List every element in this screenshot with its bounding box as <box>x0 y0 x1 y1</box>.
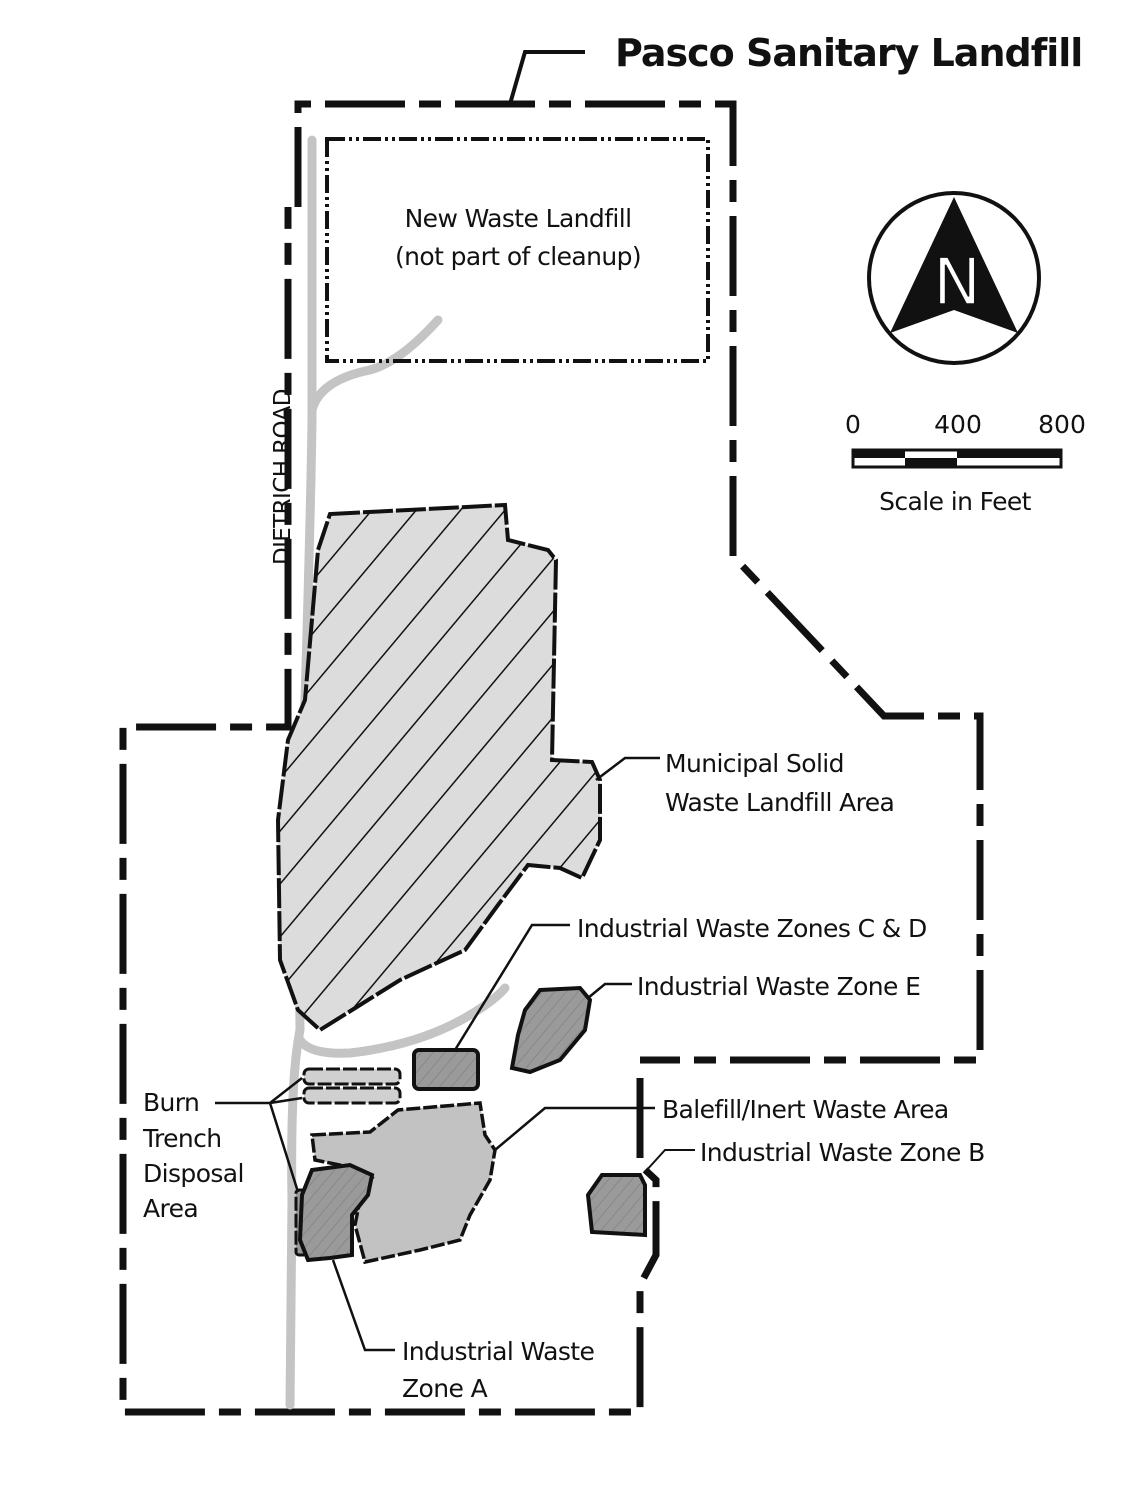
scale-label: Scale in Feet <box>879 487 1032 516</box>
north-arrow-icon: N <box>867 191 1041 365</box>
zones-cd-area <box>412 1048 480 1091</box>
zones-cd-label: Industrial Waste Zones C & D <box>577 914 927 943</box>
zone-a-area <box>297 1162 375 1263</box>
msw-leader-line <box>595 756 660 781</box>
scale-tick-400: 400 <box>934 410 982 439</box>
new-waste-landfill-label-1: New Waste Landfill <box>405 204 632 233</box>
zone-b-leader-line <box>644 1149 695 1173</box>
new-waste-landfill-boundary <box>325 137 710 363</box>
zone-a-label-2: Zone A <box>402 1374 488 1403</box>
burn-label-2: Trench <box>142 1124 222 1153</box>
zones-cd-leader-line <box>453 923 570 1051</box>
zone-e-leader-line <box>587 982 632 999</box>
burn-label-3: Disposal <box>143 1159 244 1188</box>
balefill-label: Balefill/Inert Waste Area <box>662 1095 949 1124</box>
road-label: DIETRICH ROAD <box>270 389 296 565</box>
burn-leader-line <box>215 1077 303 1193</box>
zone-b-label: Industrial Waste Zone B <box>700 1138 985 1167</box>
new-waste-landfill-label-2: (not part of cleanup) <box>395 242 641 271</box>
scale-tick-800: 800 <box>1038 410 1086 439</box>
title-leader-line <box>508 50 585 105</box>
msw-landfill-area <box>275 502 602 1033</box>
site-boundary <box>119 100 984 1416</box>
north-letter: N <box>933 246 981 320</box>
zone-a-label-1: Industrial Waste <box>402 1337 594 1366</box>
scale-bar: 0 400 800 Scale in Feet <box>845 410 1086 516</box>
zone-a-leader-line <box>331 1259 395 1352</box>
msw-label-1: Municipal Solid <box>665 749 844 778</box>
zone-e-area <box>509 985 593 1075</box>
burn-label-1: Burn <box>143 1088 199 1117</box>
map-title: Pasco Sanitary Landfill <box>615 31 1082 75</box>
balefill-leader-line <box>494 1106 655 1151</box>
msw-label-2: Waste Landfill Area <box>665 788 894 817</box>
scale-tick-0: 0 <box>845 410 861 439</box>
burn-label-4: Area <box>143 1194 198 1223</box>
zone-e-label: Industrial Waste Zone E <box>637 972 920 1001</box>
zone-b-area <box>585 1173 647 1238</box>
